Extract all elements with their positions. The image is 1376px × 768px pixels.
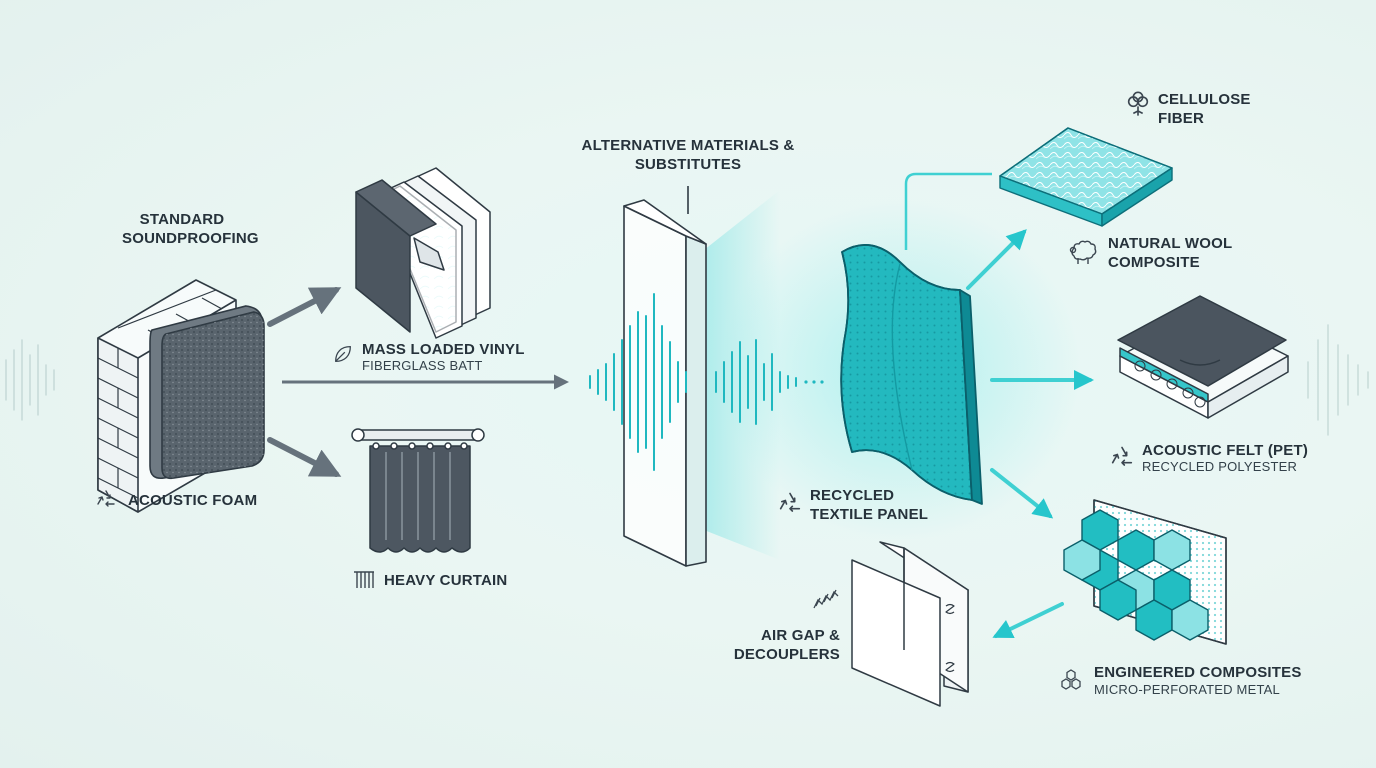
acoustic-foam-illustration (149, 305, 265, 480)
recycle-icon (776, 490, 804, 523)
engineered-composites-label: ENGINEERED COMPOSITES (1094, 664, 1302, 681)
standard-soundproofing-heading: STANDARD SOUNDPROOFING (122, 211, 259, 247)
transparent-barrier-panel (623, 186, 707, 567)
vinyl-layered-panel (355, 167, 491, 339)
natural-wool-composite-label: NATURAL WOOL COMPOSITE (1108, 235, 1233, 271)
heavy-curtain-illustration (351, 428, 485, 553)
arrow-to-airgap (992, 602, 1064, 639)
sheep-icon (1068, 238, 1098, 271)
recycle-icon (94, 488, 118, 517)
recycled-textile-panel (840, 244, 983, 505)
connector-line-up (904, 172, 992, 250)
honeycomb-composite (1063, 509, 1209, 641)
recycled-polyester-label: RECYCLED POLYESTER (1142, 459, 1298, 474)
mass-loaded-vinyl-label: MASS LOADED VINYL (362, 341, 525, 358)
soundwave-left-of-panel (589, 293, 687, 471)
arrow-to-engineered (990, 468, 1054, 519)
leaf-icon (332, 343, 354, 370)
faint-soundwave-right (1307, 324, 1369, 436)
cellulose-fiber-mat (999, 127, 1173, 227)
micro-perforated-metal-label: MICRO-PERFORATED METAL (1094, 682, 1280, 697)
air-gap-frame (851, 541, 969, 707)
arrow-foam-to-curtain (267, 437, 342, 477)
recycle-icon (1108, 444, 1136, 477)
faint-soundwave-left (5, 339, 55, 421)
curtain-icon (352, 568, 376, 597)
honeycomb-icon (1058, 668, 1084, 699)
spring-icon (812, 586, 842, 615)
soundwave-right-of-panel (715, 339, 797, 425)
acoustic-felt-pet-label: ACOUSTIC FELT (PET) (1142, 442, 1309, 459)
recycled-textile-panel-label: RECYCLED TEXTILE PANEL (810, 487, 929, 523)
fiberglass-batt-label: FIBERGLASS BATT (362, 358, 483, 373)
cellulose-fiber-label: CELLULOSE FIBER (1158, 91, 1251, 127)
cotton-icon (1124, 90, 1152, 123)
alternative-materials-heading: ALTERNATIVE MATERIALS & SUBSTITUTES (581, 137, 795, 173)
arrow-foam-to-vinyl (267, 287, 342, 327)
dotted-trail (804, 380, 824, 384)
air-gap-decouplers-label: AIR GAP & DECOUPLERS (733, 627, 840, 663)
heavy-curtain-label: HEAVY CURTAIN (384, 572, 508, 589)
acoustic-felt-slab (1117, 295, 1289, 419)
acoustic-foam-label: ACOUSTIC FOAM (128, 492, 258, 509)
arrow-to-cellulose (966, 229, 1027, 290)
